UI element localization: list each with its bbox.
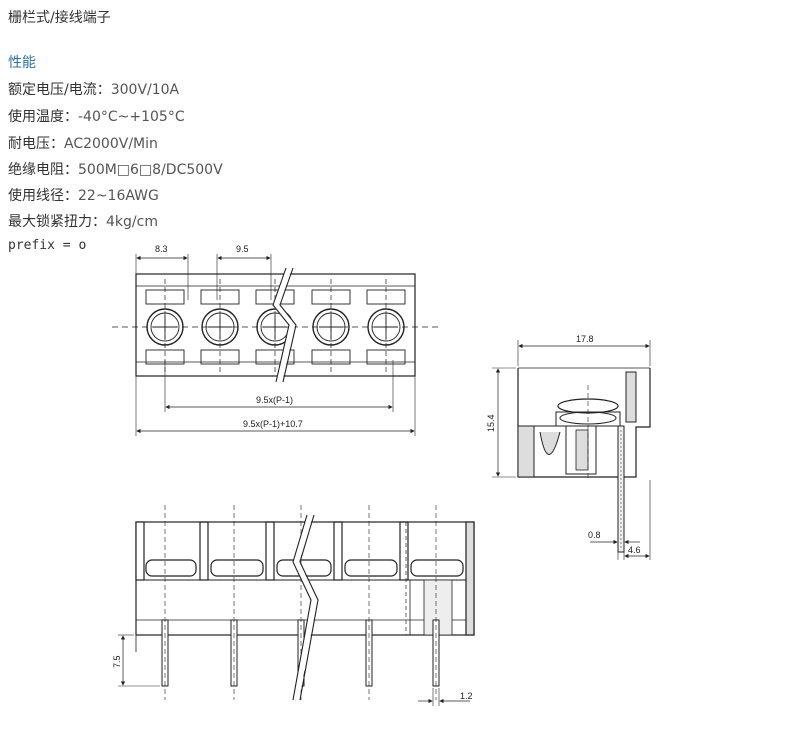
dim-total-span: 9.5x(P-1)+10.7 (243, 419, 303, 429)
spec-value: 22~16AWG (78, 188, 159, 204)
dim-edge: 8.3 (155, 244, 168, 254)
spec-label: 绝缘电阻： (8, 162, 78, 178)
spec-insulation-resistance: 绝缘电阻：500M□6□8/DC500V (8, 159, 223, 179)
spec-torque: 最大锁紧扭力：4kg/cm (8, 211, 158, 231)
screw-4 (311, 279, 351, 375)
side-view (517, 367, 651, 553)
dim-pin-width: 1.2 (460, 691, 473, 701)
spec-value: 4kg/cm (106, 214, 158, 230)
front-view (135, 505, 475, 701)
spec-temperature: 使用温度：-40°C~+105°C (8, 106, 185, 126)
spec-rated-voltage: 额定电压/电流：300V/10A (8, 79, 179, 99)
screw-5 (366, 279, 406, 375)
spec-value: 500M□6□8/DC500V (78, 162, 223, 178)
dim-pin-offset: 4.6 (628, 545, 641, 555)
spec-value: AC2000V/Min (64, 136, 158, 152)
spec-wire-gauge: 使用线径：22~16AWG (8, 185, 159, 205)
screw-2 (200, 279, 240, 375)
dim-pitch: 9.5 (236, 244, 249, 254)
spec-value: -40°C~+105°C (78, 109, 185, 125)
page-title: 栅栏式/接线端子 (8, 10, 111, 26)
spec-value: 300V/10A (110, 82, 180, 98)
spec-label: 耐电压： (8, 136, 64, 152)
spec-withstand-voltage: 耐电压：AC2000V/Min (8, 133, 158, 153)
dim-pin-thickness: 0.8 (588, 530, 601, 540)
top-view-body (135, 273, 416, 377)
front-view-dimensions (118, 634, 470, 706)
section-heading: 性能 (8, 55, 36, 71)
dim-side-width: 17.8 (576, 334, 594, 344)
dim-side-height: 15.4 (486, 414, 496, 432)
spec-label: 使用温度： (8, 109, 78, 125)
top-view-dimensions (136, 255, 415, 434)
dim-pin-length: 7.5 (112, 655, 122, 668)
screw-1 (145, 279, 185, 375)
spec-label: 最大锁紧扭力： (8, 214, 106, 230)
spec-label: 额定电压/电流： (8, 82, 111, 98)
code-line: prefix = o (8, 238, 87, 253)
dim-inner-span: 9.5x(P-1) (256, 395, 293, 405)
spec-label: 使用线径： (8, 188, 78, 204)
top-view-screws (145, 267, 406, 383)
side-view-dimensions (492, 340, 651, 560)
